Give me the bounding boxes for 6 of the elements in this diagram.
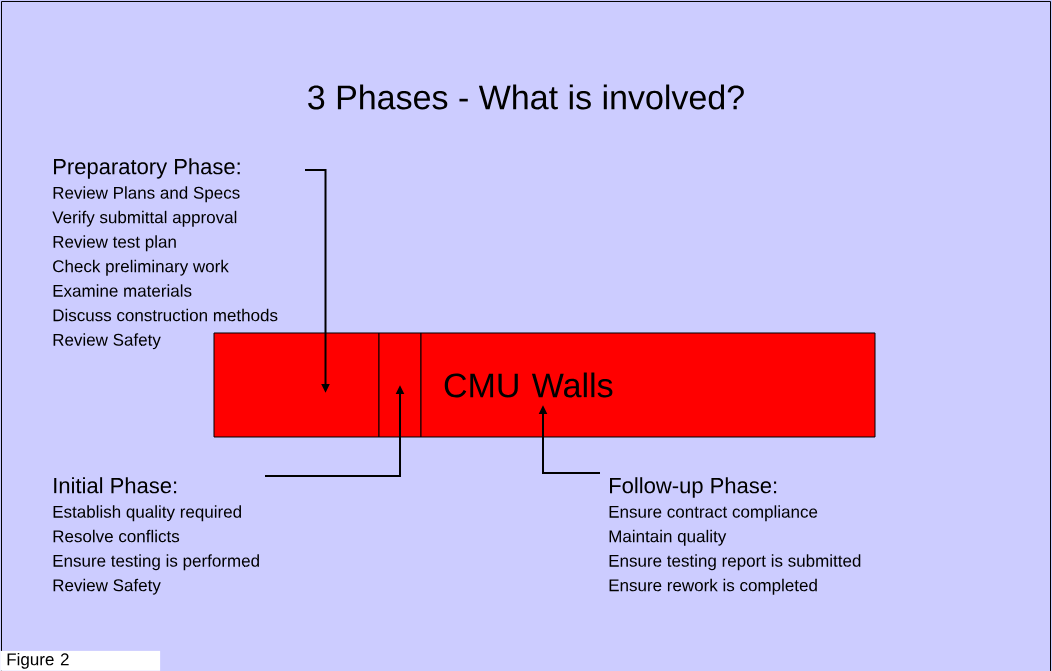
phase-description: Preparatory Phase: Review Plans and Specs Verify submittal approval Review test plan Check preliminary work Examine materials Discuss construction methods Review Safety	[52, 158, 278, 350]
phase-description: Follow-up Phase: Ensure contract compliance Maintain quality Ensure testing report is submitted Ensure rework is completed	[609, 477, 861, 595]
figure-caption: Figure 2	[0, 650, 161, 671]
phase-description: Initial Phase: Establish quality required Resolve conflicts Ensure testing is performed Review Safety	[53, 477, 259, 595]
wall-bar-section	[378, 332, 422, 438]
slide-title: 3 Phases - What is involved?	[308, 84, 744, 110]
